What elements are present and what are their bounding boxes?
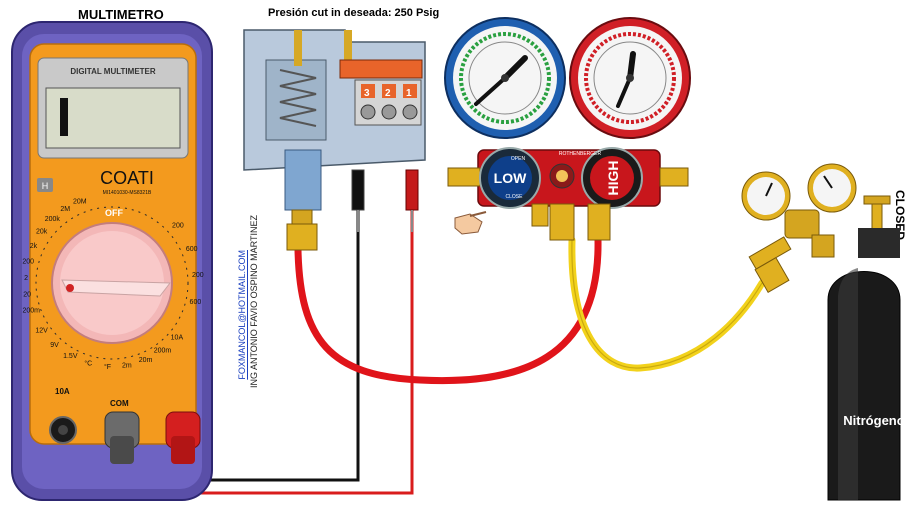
switch-terminal-1: 1: [406, 88, 412, 99]
pointing-hand-icon: [454, 211, 487, 235]
dial-range-label: 1.5V: [63, 353, 78, 360]
red-hose: [294, 236, 602, 385]
dial-range-label: 20M: [73, 198, 87, 205]
dial-range-label: 20k: [36, 229, 48, 236]
port-10a-label: 10A: [55, 387, 70, 396]
lcd-label: DIGITAL MULTIMETER: [70, 67, 156, 76]
multimeter-title: MULTIMETRO: [78, 7, 164, 22]
dial-range-label: 200: [172, 223, 184, 230]
manifold-brand: ROTHENBERGER: [559, 151, 602, 157]
cylinder-label: Nitrógeno: [843, 413, 904, 428]
manifold-body: [447, 147, 689, 241]
dial-range-label: 2k: [30, 243, 38, 250]
port-com-label: COM: [110, 399, 129, 408]
dial-range-label: 2: [24, 275, 28, 282]
dial-range-label: 20: [23, 292, 31, 299]
dial-range-label: 600: [190, 299, 202, 306]
nitrogen-regulator: [741, 163, 891, 293]
switch-title: Presión cut in deseada: 250 Psig: [268, 7, 440, 19]
dial-range-label: 200: [192, 272, 204, 279]
pressure-switch: [243, 29, 426, 251]
dial-range-label: °F: [104, 363, 111, 371]
dial-range-label: 10A: [171, 334, 184, 341]
nitrogen-cylinder: [827, 228, 901, 501]
multimeter: [11, 21, 213, 501]
dial-range-label: 200m: [154, 348, 172, 355]
high-knob-label: HIGH: [605, 161, 621, 196]
dial-range-label: 200m: [22, 307, 40, 314]
dial-range-label: 200k: [45, 216, 61, 223]
switch-terminal-2: 2: [385, 88, 391, 99]
dial-range-label: 600: [186, 246, 198, 253]
dial-range-label: 9V: [50, 342, 59, 349]
valve-state-label: CLOSED: [893, 190, 907, 241]
multimeter-model: MI1401030-MS8321B: [103, 190, 152, 196]
low-open-label: OPEN: [511, 156, 526, 162]
dial-range-label: 12V: [35, 327, 48, 334]
low-close-label: CLOSE: [506, 194, 524, 200]
dial-range-label: 2m: [122, 363, 132, 370]
off-label: OFF: [105, 208, 123, 218]
multimeter-brand: COATI: [100, 168, 154, 188]
high-pressure-gauge: [569, 17, 691, 139]
dial-range-label: 2M: [60, 206, 70, 213]
dial-range-label: °C: [84, 360, 92, 368]
dial-range-label: 20m: [139, 357, 153, 364]
low-knob-label: LOW: [494, 170, 527, 186]
low-pressure-gauge: [444, 17, 566, 139]
switch-terminal-3: 3: [364, 88, 370, 99]
dial-range-label: 200: [22, 259, 34, 266]
hold-label: H: [42, 181, 49, 191]
